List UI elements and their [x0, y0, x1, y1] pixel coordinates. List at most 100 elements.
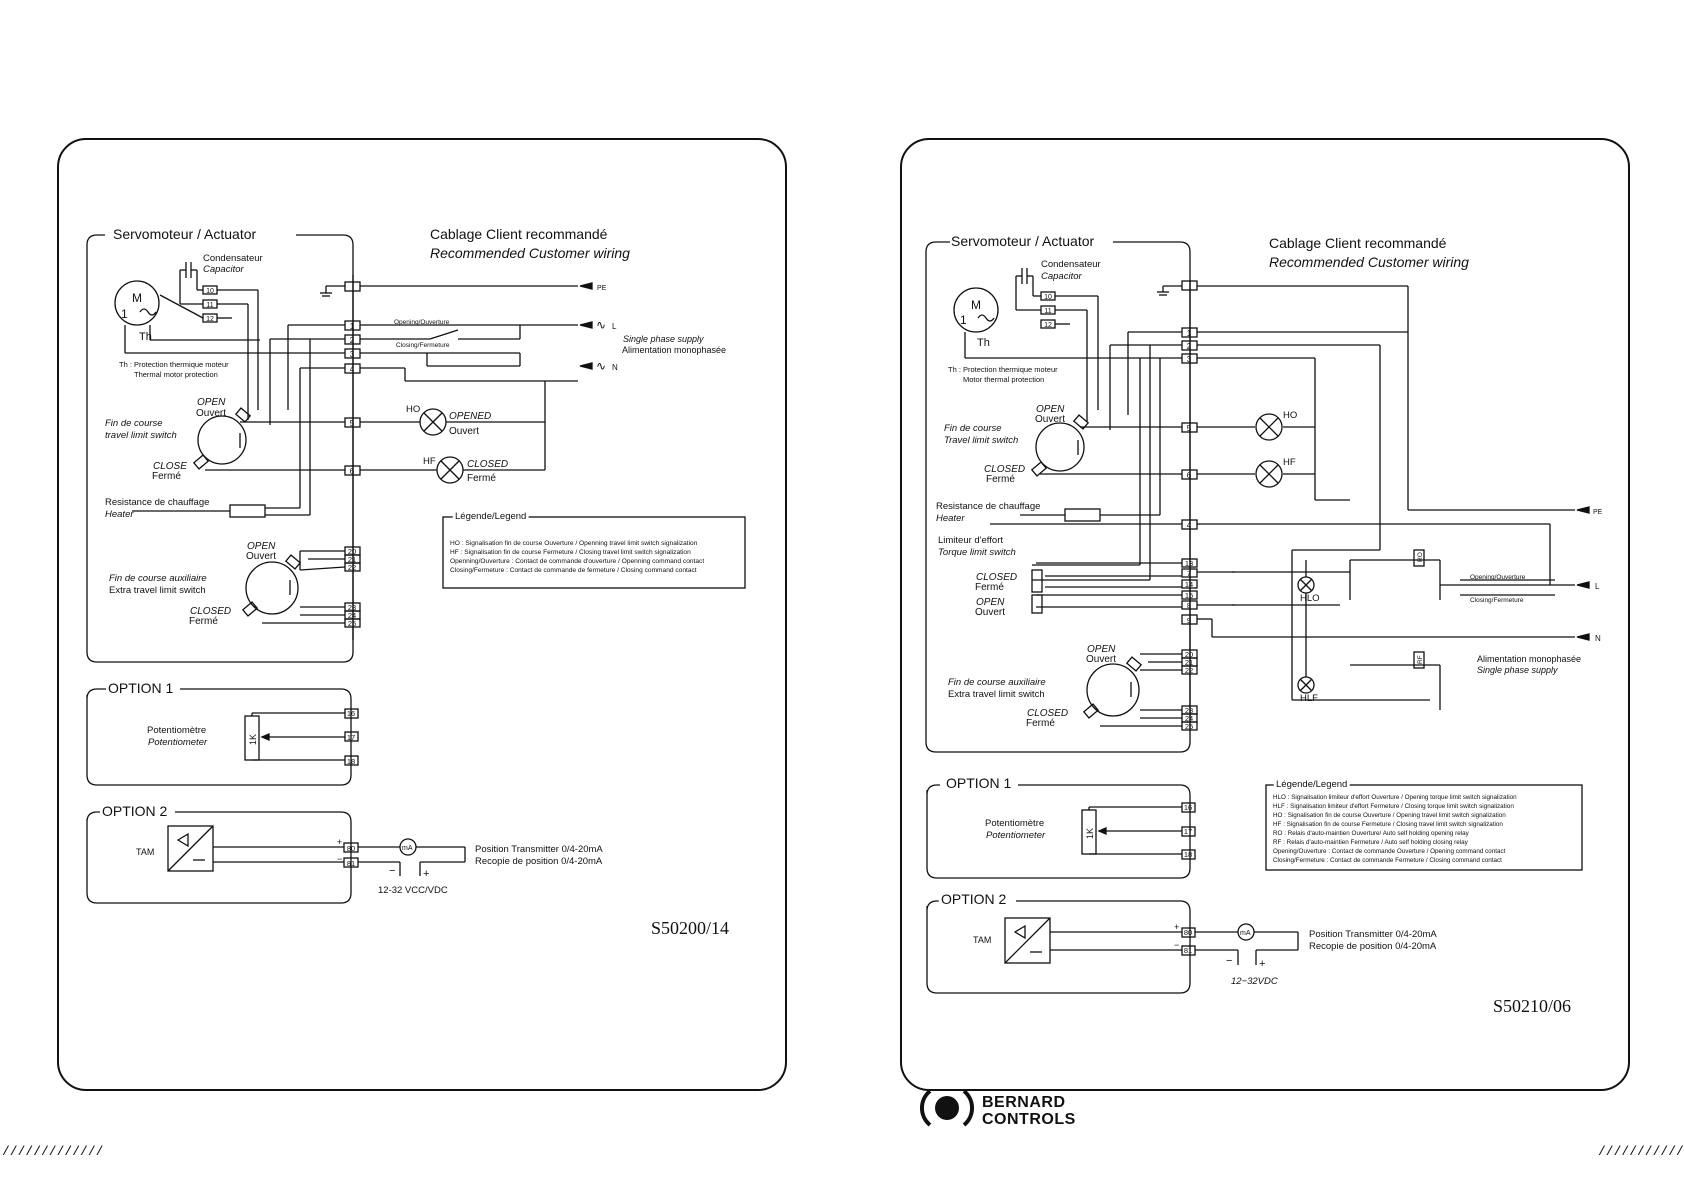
left-pot-value: 1K	[248, 734, 258, 745]
right-terminal-5: 5	[1187, 424, 1192, 433]
right-torque-switch	[1031, 569, 1043, 593]
left-close-fr: Fermé	[152, 471, 181, 482]
left-pe-label: PE	[597, 285, 607, 292]
right-pot-terminal-18: 18	[1184, 850, 1192, 859]
right-option2-title: OPTION 2	[941, 891, 1007, 907]
right-torque-terminal-7: 7	[1187, 569, 1191, 578]
right-torque-closed-fr: Fermé	[975, 582, 1004, 593]
right-terminal-3: 3	[1187, 355, 1192, 364]
right-legend-line-5: RO : Relais d'auto-maintien Ouverture/ A…	[1273, 830, 1470, 837]
left-ac-symbol-n: ∿	[596, 359, 606, 373]
right-aux-terminal-22: 22	[1185, 666, 1193, 675]
left-capacitor-en: Capacitor	[203, 264, 244, 275]
right-supply-minus: −	[1226, 955, 1232, 967]
right-heater	[1064, 508, 1101, 522]
left-option2-box	[86, 811, 352, 904]
left-aux-terminal-23: 23	[348, 603, 356, 612]
right-aux-terminal-23: 23	[1185, 706, 1193, 715]
left-closed-fr: Fermé	[467, 473, 496, 484]
left-tam-module	[167, 825, 214, 872]
left-aux-open-fr: Ouvert	[246, 551, 276, 562]
right-terminal-1: 1	[1187, 329, 1192, 338]
right-ro-label: RO	[1417, 552, 1424, 562]
right-hf-label: HF	[1283, 457, 1296, 468]
left-aux-terminal-25: 25	[348, 619, 356, 628]
right-aux-terminal-20: 20	[1185, 650, 1193, 659]
footer-hatch-left: /////////////	[2, 1144, 104, 1159]
left-supply-en: Single phase supply	[623, 334, 704, 344]
right-legend-box	[1265, 784, 1583, 871]
right-aux-limit-switch	[1086, 663, 1140, 717]
left-legend-line-3: Openning/Ouverture : Contact de commande…	[450, 558, 704, 565]
right-motor-label: M	[971, 298, 981, 312]
left-capacitor-fr: Condensateur	[203, 253, 263, 264]
brand-line-1: BERNARD	[982, 1094, 1066, 1111]
left-legend-line-4: Closing/Fermeture : Contact de commande …	[450, 567, 697, 574]
right-tam-terminal-81: 81	[1184, 946, 1192, 955]
left-legend-title: Légende/Legend	[455, 511, 526, 522]
left-ho-label: HO	[406, 404, 420, 415]
left-pot-terminal-16: 16	[347, 709, 355, 718]
logo-left-bracket-icon	[919, 1089, 932, 1127]
left-lamp-hf	[436, 456, 464, 484]
left-transmitter-en: Position Transmitter 0/4-20mA	[475, 844, 603, 855]
right-wiring-subtitle: Recommended Customer wiring	[1269, 254, 1469, 270]
right-cap-terminal-12: 12	[1044, 322, 1052, 329]
right-tam-plus: +	[1174, 922, 1179, 932]
right-pot-terminal-16: 16	[1184, 803, 1192, 812]
left-actuator-title: Servomoteur / Actuator	[113, 226, 257, 242]
right-limit-switch-en: Travel limit switch	[944, 435, 1018, 446]
right-legend-line-7: Opening/Ouverture : Contact de commande …	[1273, 848, 1506, 855]
left-supply-vdc: 12-32 VCC/VDC	[378, 885, 448, 896]
right-terminal-4: 4	[1187, 521, 1192, 530]
right-transmitter-fr: Recopie de position 0/4-20mA	[1309, 941, 1437, 952]
right-n-label: N	[1595, 634, 1601, 643]
left-th-desc-fr: Th : Protection thermique moteur	[119, 360, 229, 369]
right-option1-title: OPTION 1	[946, 775, 1012, 791]
right-closed-fr: Fermé	[986, 474, 1015, 485]
left-n-label: N	[612, 363, 618, 372]
right-tam-label: TAM	[973, 935, 991, 945]
right-motor	[953, 287, 999, 333]
left-travel-limit-switch	[197, 415, 247, 465]
left-lamp-ho	[419, 408, 447, 436]
right-actuator-title: Servomoteur / Actuator	[951, 233, 1095, 249]
footer-hatch-right: /////////////	[1598, 1144, 1684, 1159]
logo-dot-icon	[935, 1096, 959, 1120]
right-tam-minus: −	[1174, 940, 1179, 950]
right-supply-vdc: 12−32VDC	[1231, 976, 1278, 987]
left-close-en: CLOSE	[153, 461, 187, 472]
left-terminal-5: 5	[350, 419, 355, 428]
right-transmitter-en: Position Transmitter 0/4-20mA	[1309, 929, 1437, 940]
left-transmitter-fr: Recopie de position 0/4-20mA	[475, 856, 603, 867]
right-torque-terminal-14: 14	[1185, 580, 1193, 589]
left-pot-terminal-17: 17	[347, 733, 355, 742]
left-closed-en: CLOSED	[467, 459, 508, 470]
right-lamp-ho	[1255, 413, 1283, 441]
right-ma-label: mA	[1240, 930, 1251, 937]
left-open-fr: Ouvert	[196, 408, 226, 419]
right-torque-open-fr: Ouvert	[975, 607, 1005, 618]
left-terminal-1: 1	[350, 322, 355, 331]
left-aux-terminal-22: 22	[348, 563, 356, 572]
right-motor-phase: 1	[960, 313, 967, 327]
left-cap-terminal-10: 10	[206, 288, 214, 295]
right-aux-terminal-24: 24	[1185, 714, 1193, 723]
left-wiring-subtitle: Recommended Customer wiring	[430, 245, 630, 261]
right-option2-box	[926, 900, 1191, 994]
right-th-desc-fr: Th : Protection thermique moteur	[948, 365, 1058, 374]
right-supply-fr: Alimentation monophasée	[1477, 654, 1581, 664]
right-aux-fr: Fin de course auxiliaire	[948, 677, 1046, 688]
left-limit-switch-fr: Fin de course	[105, 418, 163, 429]
left-ac-symbol-l: ∿	[596, 318, 606, 332]
right-actuator-box	[925, 241, 1191, 753]
right-supply-plus: +	[1259, 958, 1265, 970]
left-terminal-6: 6	[350, 467, 355, 476]
right-tam-terminal-80: 80	[1184, 928, 1192, 937]
right-pot-value: 1K	[1085, 828, 1095, 839]
right-torque-en: Torque limit switch	[938, 547, 1016, 558]
right-option1-box	[926, 784, 1191, 879]
right-pot-fr: Potentiomètre	[985, 818, 1044, 829]
right-drawing-number: S50210/06	[1493, 996, 1571, 1016]
